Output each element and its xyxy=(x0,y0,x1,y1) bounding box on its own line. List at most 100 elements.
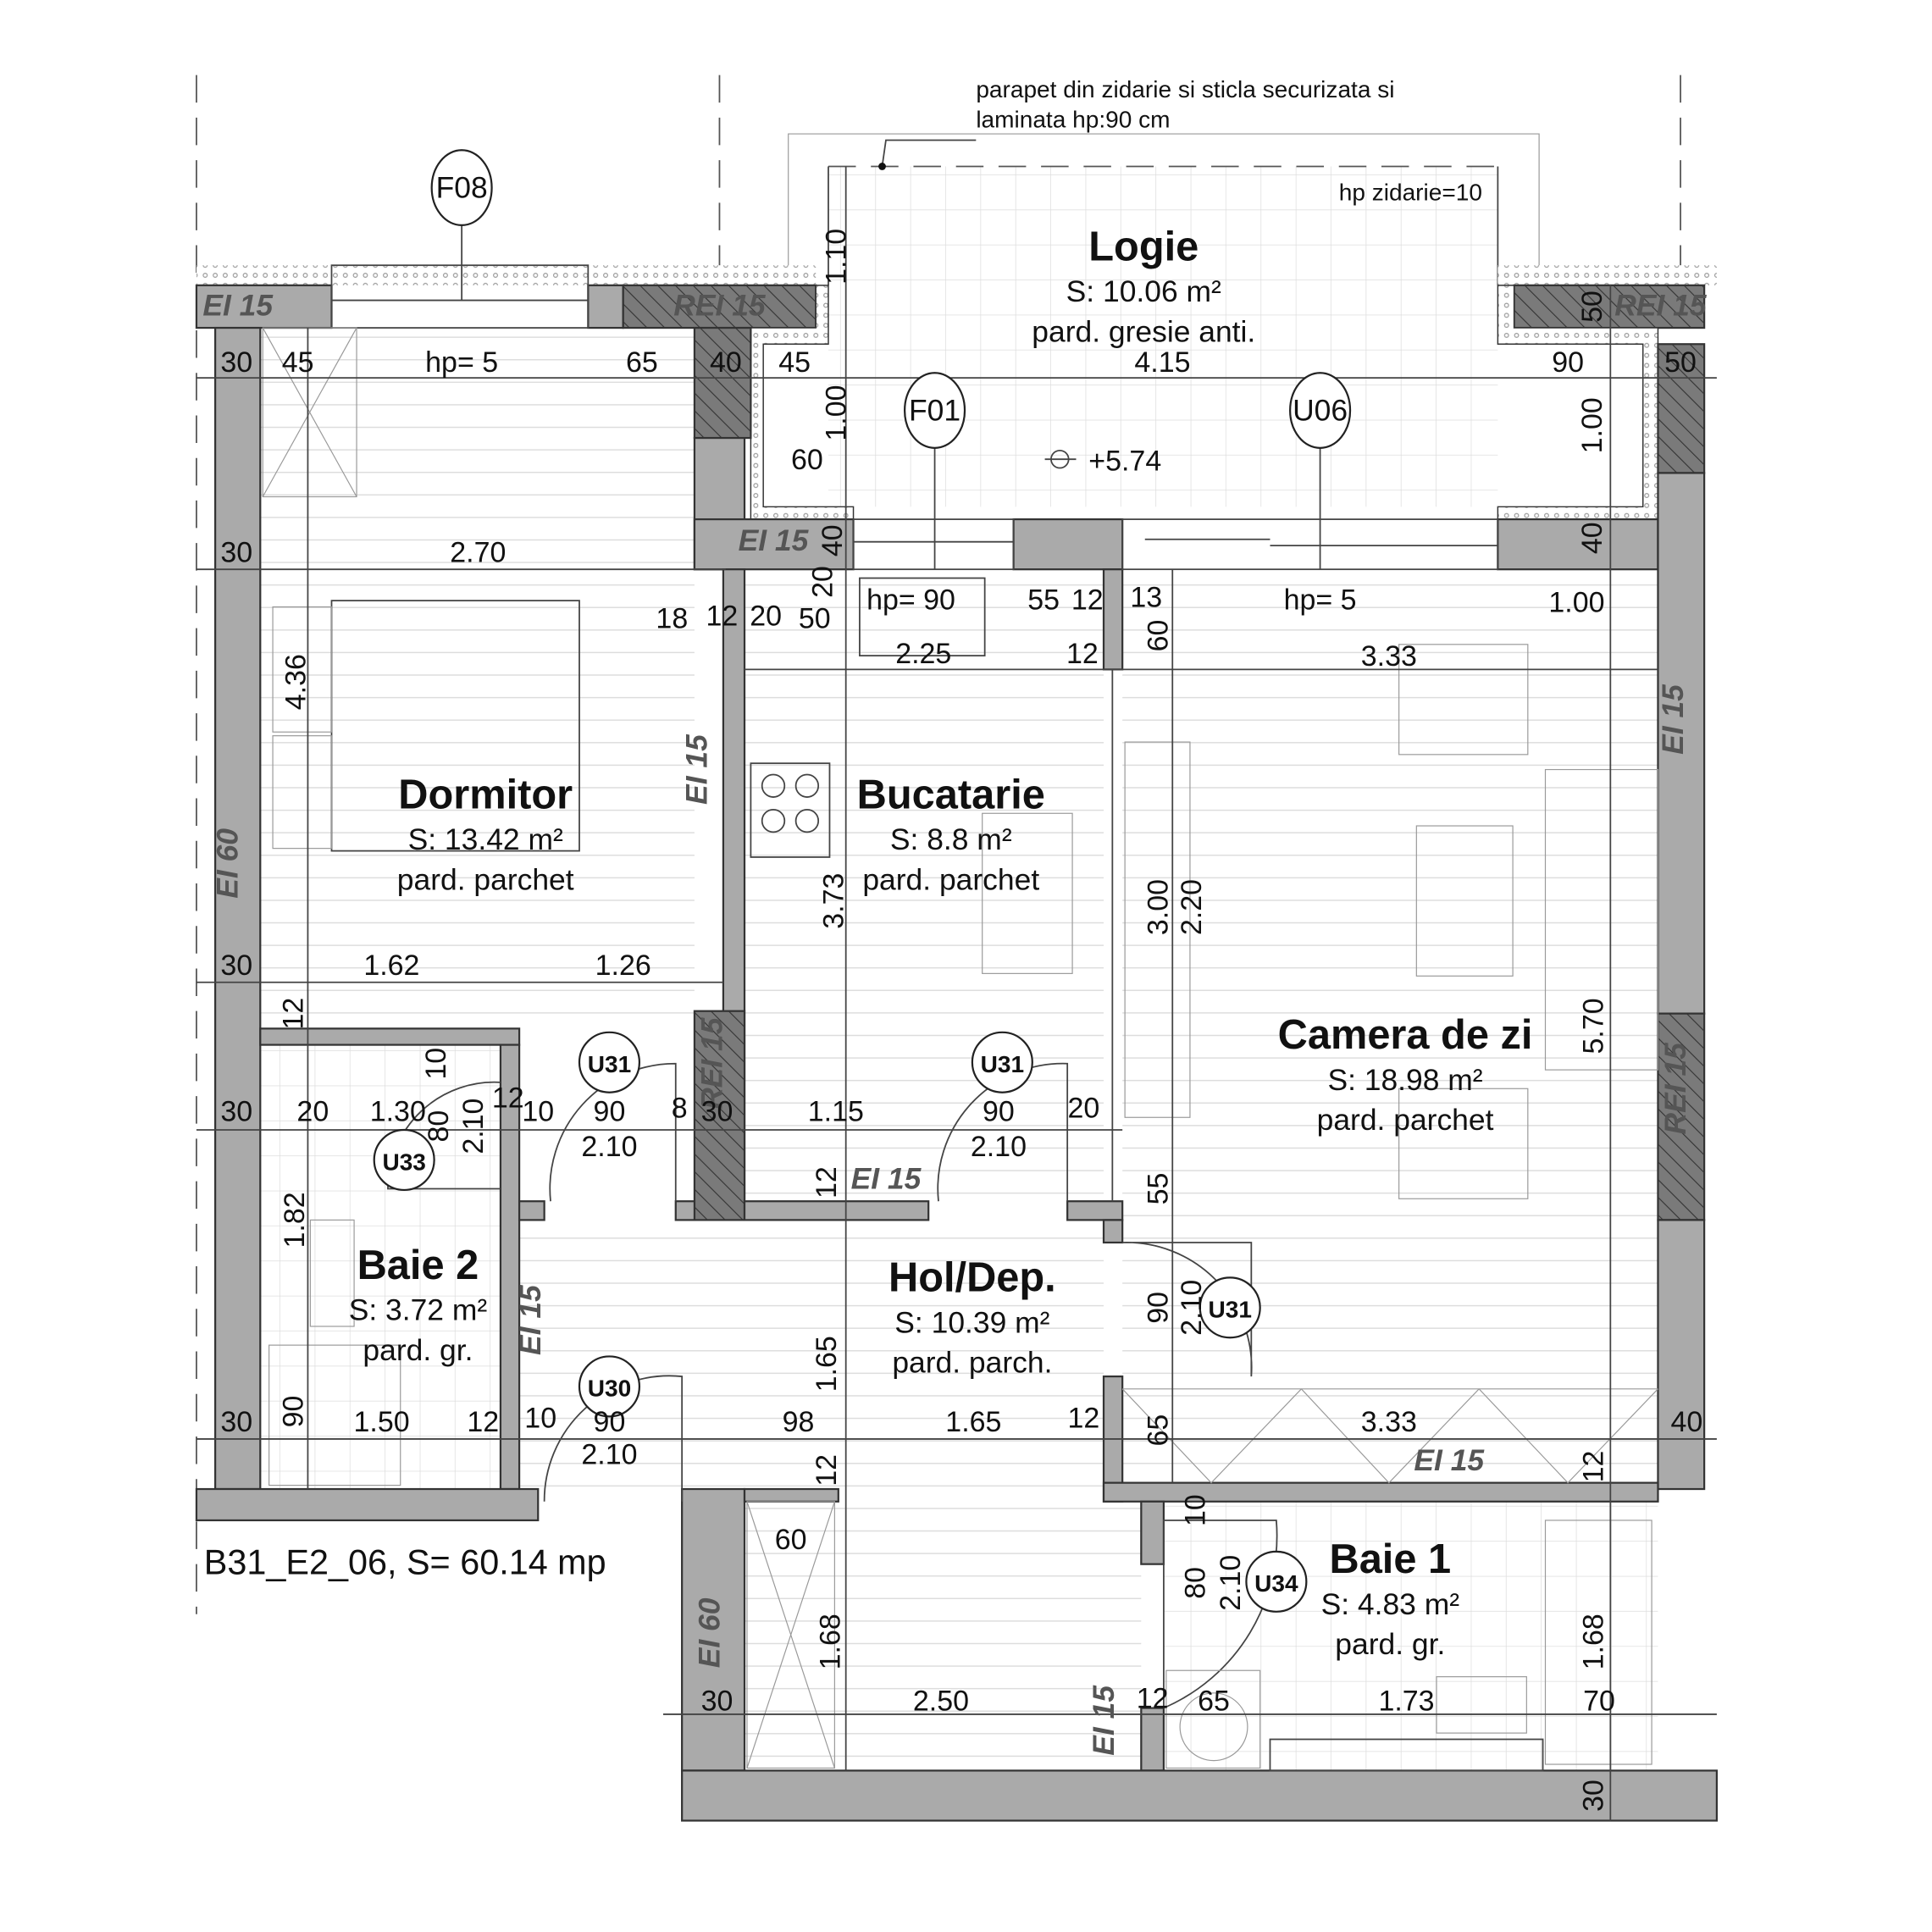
walls xyxy=(195,265,1719,1822)
fire-rating-label: EI 15 xyxy=(202,288,274,322)
door-tag-label: U31 xyxy=(1208,1297,1251,1323)
room-floor-baie-1: pard. gr. xyxy=(1335,1627,1445,1661)
dimension-label: 12 xyxy=(1071,584,1104,616)
dimension-label: 1.73 xyxy=(1378,1686,1434,1718)
dimension-label: 10 xyxy=(1180,1494,1212,1526)
room-area-logie: S: 10.06 m² xyxy=(1066,274,1221,308)
dimension-label: hp= 90 xyxy=(866,584,955,616)
dimension-label: 60 xyxy=(1142,620,1174,652)
dimension-label: 55 xyxy=(1027,584,1060,616)
dimension-label: 5.70 xyxy=(1577,998,1609,1054)
dimension-label: hp= 5 xyxy=(1284,584,1357,616)
openings xyxy=(330,215,1499,1709)
dimension-label: 13 xyxy=(1130,582,1162,614)
dimension-label: 20 xyxy=(296,1096,329,1128)
hp-zidarie-note: hp zidarie=10 xyxy=(1339,179,1482,205)
door-tag-label: U06 xyxy=(1293,393,1348,427)
fire-rating-label: REI 15 xyxy=(1658,1042,1692,1135)
dimension-label: 90 xyxy=(278,1396,310,1428)
door-tag-circle xyxy=(1289,372,1352,449)
dimension-label: 2.10 xyxy=(971,1131,1027,1163)
fire-rating-label: EI 15 xyxy=(851,1161,922,1195)
dimension-label: 70 xyxy=(1583,1686,1615,1718)
fire-rating-label: EI 15 xyxy=(680,733,714,805)
room-area-hol-dep: S: 10.39 m² xyxy=(894,1305,1049,1339)
dimension-label: 80 xyxy=(423,1110,455,1143)
dimension-label: 60 xyxy=(775,1524,807,1556)
dimension-label: 1.50 xyxy=(354,1406,410,1438)
door-tag-label: F08 xyxy=(436,170,488,204)
dimension-lines xyxy=(196,166,1717,1821)
dimension-label: 2.70 xyxy=(450,536,506,568)
dimension-label: 12 xyxy=(1067,1403,1099,1435)
logia-parapet xyxy=(788,133,1540,285)
dimension-label: 65 xyxy=(1198,1686,1230,1718)
fire-rating-label: EI 15 xyxy=(513,1284,547,1355)
door-tag-label: U30 xyxy=(588,1376,631,1402)
fire-rating-label: EI 60 xyxy=(692,1597,726,1668)
dimension-label: 8 xyxy=(672,1092,688,1124)
dimension-label: 90 xyxy=(594,1406,626,1438)
dimension-label: 40 xyxy=(1576,522,1608,554)
door-tag-circle xyxy=(904,372,966,449)
door-tag-label: F01 xyxy=(909,393,960,427)
dimension-label: 2.10 xyxy=(581,1438,637,1470)
dimension-label: 1.30 xyxy=(370,1096,426,1128)
dimension-label: 80 xyxy=(1180,1567,1212,1599)
dimension-label: 45 xyxy=(282,346,314,379)
room-name-bucatarie: Bucatarie xyxy=(857,772,1045,817)
door-tag-circle xyxy=(971,1031,1033,1093)
dimension-label: 90 xyxy=(594,1096,626,1128)
dimension-label: 90 xyxy=(1552,346,1584,379)
dimension-label: 12 xyxy=(811,1454,843,1486)
dimension-label: 18 xyxy=(656,603,688,635)
dimension-label: 65 xyxy=(626,346,658,379)
dimension-label: 20 xyxy=(806,566,839,598)
fire-rating-label: EI 15 xyxy=(1414,1443,1485,1477)
dimension-label: 1.15 xyxy=(808,1096,864,1128)
dimension-label: 1.82 xyxy=(279,1192,311,1248)
dimension-label: 1.10 xyxy=(821,229,853,285)
dimension-label: 40 xyxy=(1671,1406,1703,1438)
dimension-label: hp= 5 xyxy=(425,346,498,379)
dimension-label: 2.10 xyxy=(581,1131,637,1163)
dimension-label: 60 xyxy=(791,444,823,476)
room-name-baie-2: Baie 2 xyxy=(357,1243,479,1288)
dimension-label: 12 xyxy=(811,1166,843,1199)
dimension-label: 12 xyxy=(467,1406,499,1438)
dimension-label: 40 xyxy=(710,346,742,379)
dimension-label: 12 xyxy=(1066,638,1099,670)
dimension-label: 1.68 xyxy=(1577,1614,1609,1669)
dimension-label: 2.50 xyxy=(913,1686,969,1718)
room-area-bucatarie: S: 8.8 m² xyxy=(890,822,1012,856)
room-area-baie-2: S: 3.72 m² xyxy=(349,1293,488,1327)
room-floor-baie-2: pard. gr. xyxy=(363,1333,473,1367)
dimension-label: 1.26 xyxy=(595,949,651,982)
room-name-camera-de-zi: Camera de zi xyxy=(1278,1012,1533,1058)
dimension-label: 10 xyxy=(524,1403,556,1435)
door-tag-label: U31 xyxy=(588,1051,631,1077)
elevation-marker-icon xyxy=(1050,449,1070,469)
fire-rating-label: EI 15 xyxy=(739,523,810,557)
dimension-label: 1.68 xyxy=(814,1614,846,1669)
dimension-label: 4.36 xyxy=(280,654,312,710)
door-tag-label: U33 xyxy=(382,1149,425,1175)
dimension-label: 45 xyxy=(778,346,811,379)
dimension-label: 1.65 xyxy=(945,1406,1001,1438)
dimension-label: 3.33 xyxy=(1361,1406,1417,1438)
door-tag-label: U31 xyxy=(981,1051,1024,1077)
door-tag-circle xyxy=(373,1128,435,1192)
dimension-label: 12 xyxy=(492,1082,524,1114)
floor-finishes xyxy=(260,166,1658,1771)
dimension-label: 2.10 xyxy=(1176,1280,1208,1336)
dimension-label: 1.65 xyxy=(811,1336,843,1392)
dimension-label: 1.00 xyxy=(821,385,853,440)
dimension-label: 30 xyxy=(220,536,252,568)
room-name-dormitor: Dormitor xyxy=(398,772,573,817)
dimension-label: 30 xyxy=(1577,1780,1609,1812)
dimension-label: 20 xyxy=(1067,1092,1099,1124)
